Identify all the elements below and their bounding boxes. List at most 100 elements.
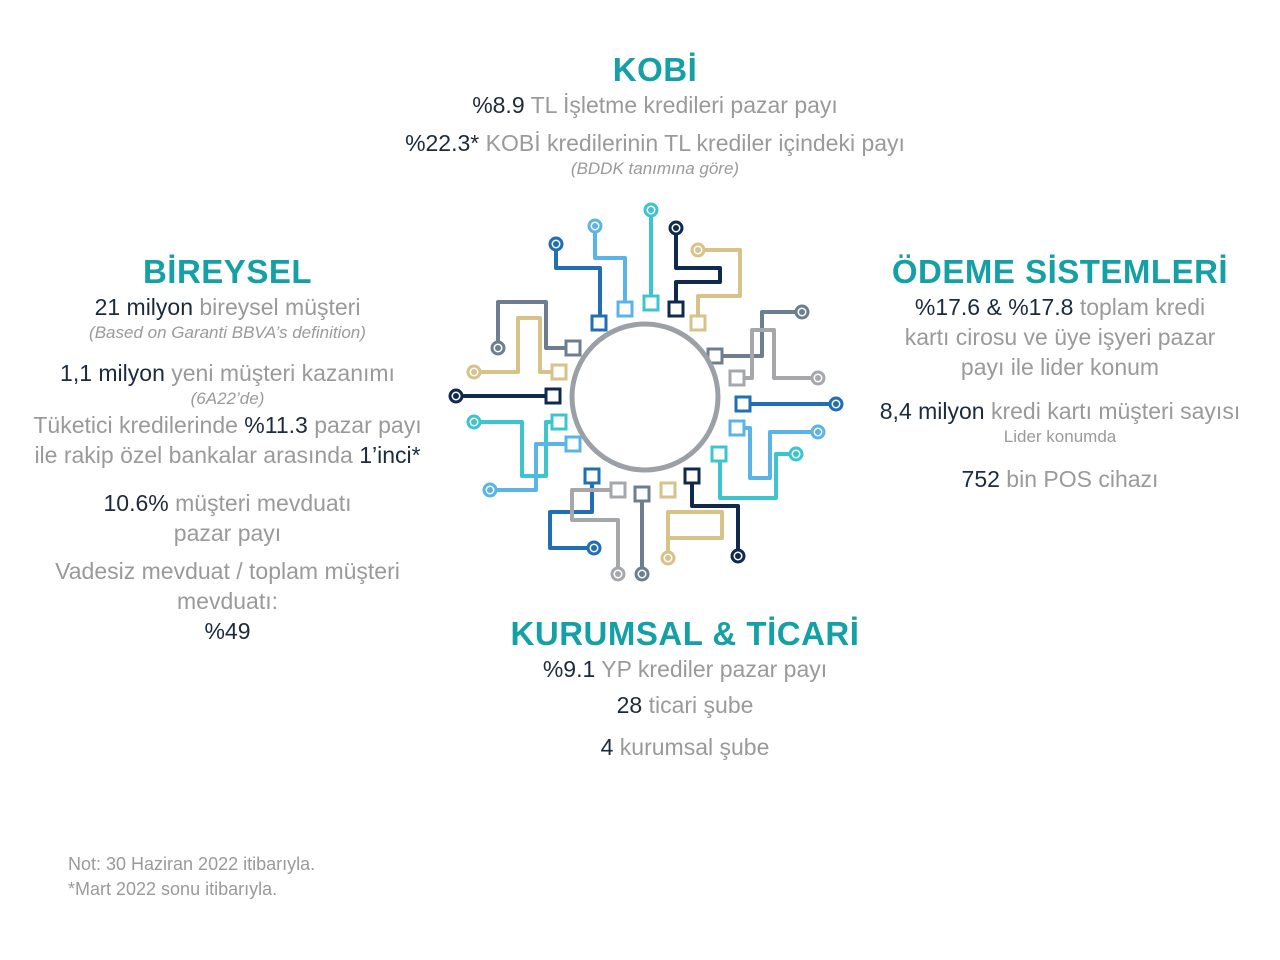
bireysel-stat-4: 10.6% müşteri mevduatı (0, 488, 455, 518)
kurumsal-stat-1-value: %9.1 (542, 656, 596, 682)
kobi-stat-2: %22.3* KOBİ kredilerinin TL krediler içi… (340, 128, 970, 158)
terminal-node-core (553, 241, 559, 247)
circuit-trace (593, 224, 627, 310)
bireysel-title: BİREYSEL (142, 253, 313, 290)
circuit-trace (734, 328, 820, 380)
bireysel-note-2: (6A22’de) (190, 389, 265, 408)
bireysel-section: BİREYSEL 21 milyon bireysel müşteri (Bas… (0, 252, 455, 646)
kobi-section: KOBİ %8.9 TL İşletme kredileri pazar pay… (340, 50, 970, 180)
terminal-node-core (673, 225, 679, 231)
odeme-stat-2-text: kredi kartı müşteri sayısı (984, 398, 1241, 424)
terminal-node-core (648, 207, 654, 213)
connector-pad (609, 481, 627, 499)
bireysel-stat-3-text: Tüketici kredilerinde (33, 412, 245, 438)
circuit-trace (496, 300, 572, 350)
odeme-stat-1c: payı ile lider konum (960, 354, 1160, 380)
connector-pad (633, 485, 651, 503)
circuit-trace (674, 226, 722, 310)
bireysel-stat-4b: pazar payı (173, 520, 282, 546)
terminal-node-core (695, 247, 701, 253)
terminal-node-core (615, 571, 621, 577)
connector-pad (642, 294, 660, 312)
odeme-stat-1-value: %17.6 & %17.8 (914, 294, 1074, 320)
odeme-stat-3-text: bin POS cihazı (999, 466, 1159, 492)
bireysel-stat-5-value: %49 (204, 618, 251, 644)
kurumsal-stat-2-text: ticari şube (642, 692, 754, 718)
bireysel-stat-5: Vadesiz mevduat / toplam müşteri (55, 558, 400, 584)
terminal-node-core (665, 555, 671, 561)
footnotes: Not: 30 Haziran 2022 itibarıyla. *Mart 2… (68, 852, 315, 902)
connector-pad (550, 413, 568, 431)
terminal-node-core (815, 429, 821, 435)
terminal-node-core (799, 309, 805, 315)
terminal-node-core (793, 451, 799, 457)
bireysel-stat-3b-text: ile rakip özel bankalar arasında (34, 442, 360, 468)
connector-pad (659, 481, 677, 499)
kurumsal-stat-3: 4 kurumsal şube (460, 732, 910, 762)
kobi-stat-2-value: %22.3* (405, 130, 480, 156)
kurumsal-title: KURUMSAL & TİCARİ (510, 615, 860, 652)
kobi-stat-1-value: %8.9 (472, 92, 525, 118)
kurumsal-stat-1-text: YP krediler pazar payı (595, 656, 828, 682)
connector-pad (734, 395, 752, 413)
circuit-hub-illustration (448, 202, 844, 582)
circuit-trace (666, 510, 724, 560)
connector-pad (667, 300, 685, 318)
circuit-trace (472, 316, 558, 374)
terminal-node-core (495, 345, 501, 351)
connector-pad (564, 339, 582, 357)
odeme-stat-2: 8,4 milyon kredi kartı müşteri sayısı (845, 396, 1275, 426)
circuit-trace (472, 420, 560, 478)
bireysel-stat-3b: ile rakip özel bankalar arasında 1’inci* (0, 440, 455, 470)
kurumsal-stat-1: %9.1 YP krediler pazar payı (460, 654, 910, 684)
connector-pad (683, 467, 701, 485)
odeme-stat-1-text: toplam kredi (1073, 294, 1206, 320)
circuit-trace (714, 310, 804, 358)
odeme-stat-3-value: 752 (961, 466, 1000, 492)
connector-pad (583, 467, 601, 485)
terminal-node-core (815, 375, 821, 381)
circuit-trace (690, 474, 740, 558)
odeme-stat-3: 752 bin POS cihazı (845, 464, 1275, 494)
bireysel-stat-3-value: %11.3 (244, 412, 308, 438)
kobi-title: KOBİ (612, 51, 698, 88)
connector-pad (728, 419, 746, 437)
terminal-node-core (639, 571, 645, 577)
connector-pad (689, 314, 707, 332)
bireysel-stat-1-text: bireysel müşteri (193, 294, 361, 320)
connector-pad (564, 435, 582, 453)
circuit-trace (696, 248, 742, 324)
bireysel-stat-2-value: 1,1 milyon (60, 360, 165, 386)
kobi-stat-1-text: TL İşletme kredileri pazar payı (524, 92, 838, 118)
odeme-note: Lider konumda (1003, 427, 1117, 446)
terminal-node-core (471, 419, 477, 425)
bireysel-stat-2-text: yeni müşteri kazanımı (164, 360, 395, 386)
connector-pad (544, 387, 562, 405)
terminal-node-core (833, 401, 839, 407)
circuit-trace (570, 488, 620, 576)
odeme-stat-1b: kartı cirosu ve üye işyeri pazar (904, 324, 1216, 350)
circuit-trace (736, 426, 820, 480)
connector-pad (550, 363, 568, 381)
terminal-node-core (591, 545, 597, 551)
bireysel-stat-4-text: müşteri mevduatı (168, 490, 352, 516)
bireysel-stat-4-value: 10.6% (103, 490, 169, 516)
kobi-stat-1: %8.9 TL İşletme kredileri pazar payı (340, 90, 970, 120)
bireysel-stat-1: 21 milyon bireysel müşteri (0, 292, 455, 322)
terminal-node-core (735, 553, 741, 559)
kurumsal-stat-2-value: 28 (616, 692, 643, 718)
terminal-node-core (487, 487, 493, 493)
kobi-note: (BDDK tanımına göre) (570, 159, 740, 178)
connector-pad (710, 445, 728, 463)
footnote-1: Not: 30 Haziran 2022 itibarıyla. (68, 854, 316, 874)
footnote-2: *Mart 2022 sonu itibarıyla. (68, 879, 278, 899)
odeme-stat-2-value: 8,4 milyon (879, 398, 985, 424)
odeme-title: ÖDEME SİSTEMLERİ (891, 253, 1229, 290)
kurumsal-section: KURUMSAL & TİCARİ %9.1 YP krediler pazar… (460, 614, 910, 762)
circuit-trace (548, 474, 596, 550)
connector-pad (728, 369, 746, 387)
bireysel-stat-1-value: 21 milyon (94, 294, 193, 320)
odeme-stat-1: %17.6 & %17.8 toplam kredi (845, 292, 1275, 322)
odeme-section: ÖDEME SİSTEMLERİ %17.6 & %17.8 toplam kr… (845, 252, 1275, 494)
bireysel-note-1: (Based on Garanti BBVA’s definition) (89, 323, 366, 342)
